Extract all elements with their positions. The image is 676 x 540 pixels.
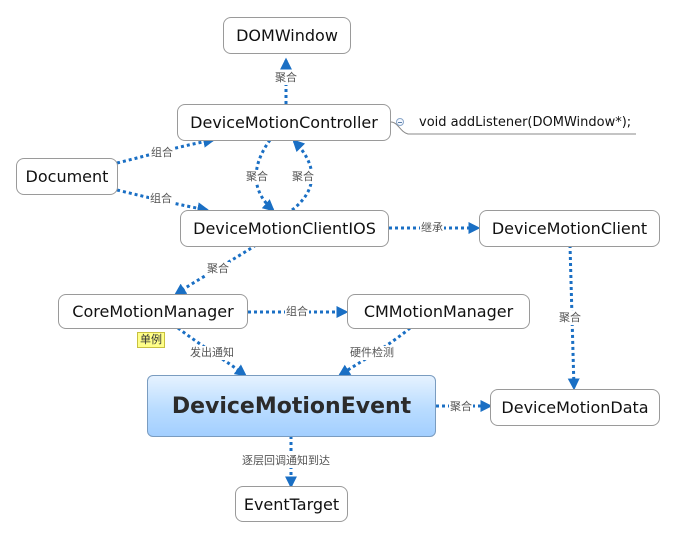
collapse-toggle-icon[interactable]: [396, 118, 404, 126]
node-device-motion-client-ios[interactable]: DeviceMotionClientIOS: [180, 210, 389, 247]
note-connector: [390, 121, 636, 135]
node-device-motion-event[interactable]: DeviceMotionEvent: [147, 375, 436, 437]
edge-label-event-target: 逐层回调通知到达: [241, 454, 331, 468]
edge-controller-clientios: [254, 139, 275, 212]
singleton-tag: 单例: [137, 332, 165, 348]
node-event-target[interactable]: EventTarget: [235, 486, 348, 522]
node-domwindow[interactable]: DOMWindow: [223, 17, 351, 54]
node-device-motion-controller[interactable]: DeviceMotionController: [177, 104, 391, 141]
edge-label-event-data: 聚合: [449, 400, 473, 414]
edge-label-client-data: 聚合: [558, 311, 582, 325]
note-add-listener: void addListener(DOMWindow*);: [419, 115, 632, 130]
edge-coremotion-event: [177, 326, 247, 377]
node-device-motion-client[interactable]: DeviceMotionClient: [479, 210, 660, 247]
node-core-motion-manager[interactable]: CoreMotionManager: [58, 294, 248, 329]
node-cm-motion-manager[interactable]: CMMotionManager: [347, 294, 530, 329]
edge-clientios-coremotion: [174, 243, 257, 296]
edge-label-clientios-controller: 聚合: [291, 170, 315, 184]
edge-label-cmmotion-event: 硬件检测: [349, 346, 395, 360]
edge-label-coremotion-event: 发出通知: [189, 346, 235, 360]
edge-label-controller-domwindow: 聚合: [274, 71, 298, 85]
edge-label-document-clientios: 组合: [149, 192, 173, 206]
edge-label-clientios-coremotion: 聚合: [206, 262, 230, 276]
node-document[interactable]: Document: [16, 158, 118, 195]
edge-label-document-controller: 组合: [150, 146, 174, 160]
edge-label-controller-clientios: 聚合: [245, 170, 269, 184]
edge-label-clientios-client: 继承: [420, 221, 444, 235]
edge-label-coremotion-cmmotion: 组合: [285, 305, 309, 319]
node-device-motion-data[interactable]: DeviceMotionData: [490, 389, 660, 426]
